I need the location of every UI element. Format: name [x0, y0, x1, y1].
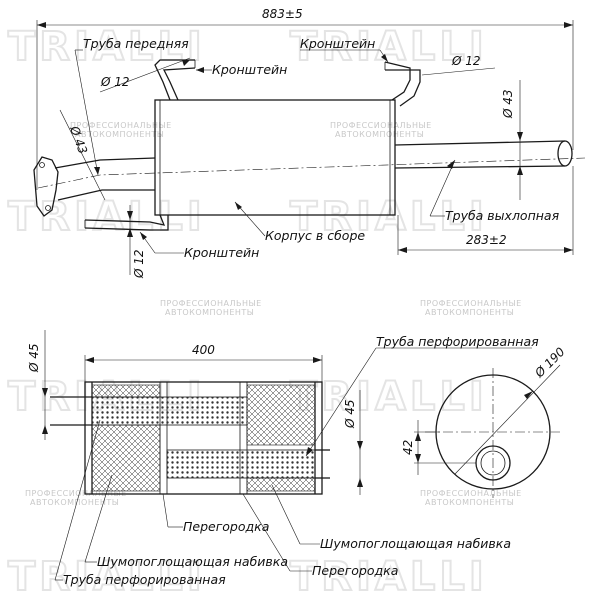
watermark-text: ПРОФЕССИОНАЛЬНЫЕ: [25, 489, 127, 498]
watermark-text: АВТОКОМПОНЕНТЫ: [425, 308, 514, 317]
label-bracket-top-right: Кронштейн: [300, 36, 375, 51]
label-bracket-bottom: Кронштейн: [184, 245, 259, 260]
front-pipe-upper-edge: [54, 157, 156, 169]
bracket-top-right: [384, 61, 411, 101]
body-length-dimension: 400: [192, 343, 215, 357]
watermark-text: АВТОКОМПОНЕНТЫ: [165, 308, 254, 317]
perforated-pipe-upper: [91, 396, 248, 426]
section-view: 400 Ø 45 Ø 45: [27, 330, 568, 587]
watermark: TRIALLI TRIALLI TRIALLI TRIALLI TRIALLI …: [7, 23, 522, 600]
sound-absorbing-packing-left: [91, 424, 161, 492]
label-perforated-pipe-bottom: Труба перфорированная: [63, 572, 226, 587]
watermark-text: АВТОКОМПОНЕНТЫ: [30, 498, 119, 507]
section-body-outline: [84, 381, 323, 495]
bracket-top-right-diameter: Ø 12: [451, 54, 481, 68]
bracket-top-left-diameter: Ø 12: [100, 75, 130, 89]
watermark-logo: TRIALLI: [8, 24, 206, 70]
exhaust-pipe-outlet: [557, 140, 573, 167]
exhaust-pipe-lower-edge: [394, 165, 566, 169]
label-perforated-pipe-top: Труба перфорированная: [376, 334, 539, 349]
label-partition-2: Перегородка: [312, 563, 398, 578]
watermark-logo: TRIALLI: [290, 374, 488, 420]
outlet-offset-dimension: 42: [401, 440, 415, 455]
top-view-assembly: 883±5 283±2: [33, 7, 586, 279]
label-sound-absorbing-1: Шумопоглощающая набивка: [97, 554, 288, 569]
watermark-text: АВТОКОМПОНЕНТЫ: [335, 130, 424, 139]
label-front-pipe: Труба передняя: [83, 36, 189, 51]
watermark-logo: TRIALLI: [8, 194, 206, 240]
label-partition-1: Перегородка: [183, 519, 269, 534]
watermark-text: АВТОКОМПОНЕНТЫ: [425, 498, 514, 507]
watermark-logo: TRIALLI: [8, 554, 206, 600]
watermark-text: ПРОФЕССИОНАЛЬНЫЕ: [420, 299, 522, 308]
outlet-diameter-dimension: Ø 43: [501, 89, 515, 119]
tail-length-dimension: 283±2: [466, 233, 507, 247]
left-pipe-diameter: Ø 45: [27, 343, 41, 373]
watermark-text: ПРОФЕССИОНАЛЬНЫЕ: [330, 121, 432, 130]
bracket-bottom: [84, 214, 166, 226]
label-bracket-top-left: Кронштейн: [212, 62, 287, 77]
label-exhaust-pipe: Труба выхлопная: [445, 208, 560, 223]
sound-absorbing-packing-right: [246, 384, 316, 446]
label-sound-absorbing-2: Шумопоглощающая набивка: [320, 536, 511, 551]
label-body-assembly: Корпус в сборе: [265, 228, 365, 243]
watermark-logo: TRIALLI: [290, 194, 488, 240]
watermark-text: ПРОФЕССИОНАЛЬНЫЕ: [70, 121, 172, 130]
inlet-flange: [33, 156, 59, 217]
watermark-logo: TRIALLI: [290, 554, 488, 600]
bracket-bottom-diameter: Ø 12: [132, 249, 146, 279]
watermark-text: ПРОФЕССИОНАЛЬНЫЕ: [160, 299, 262, 308]
watermark-text: АВТОКОМПОНЕНТЫ: [75, 130, 164, 139]
muffler-body: [154, 99, 396, 216]
front-pipe-lower-edge: [57, 189, 155, 201]
perforated-pipe-lower: [166, 449, 316, 479]
overall-length-dimension: 883±5: [262, 7, 303, 21]
right-pipe-diameter: Ø 45: [343, 399, 357, 429]
exhaust-pipe-upper-edge: [394, 140, 566, 146]
bracket-top-left: [154, 59, 195, 101]
watermark-text: ПРОФЕССИОНАЛЬНЫЕ: [420, 489, 522, 498]
